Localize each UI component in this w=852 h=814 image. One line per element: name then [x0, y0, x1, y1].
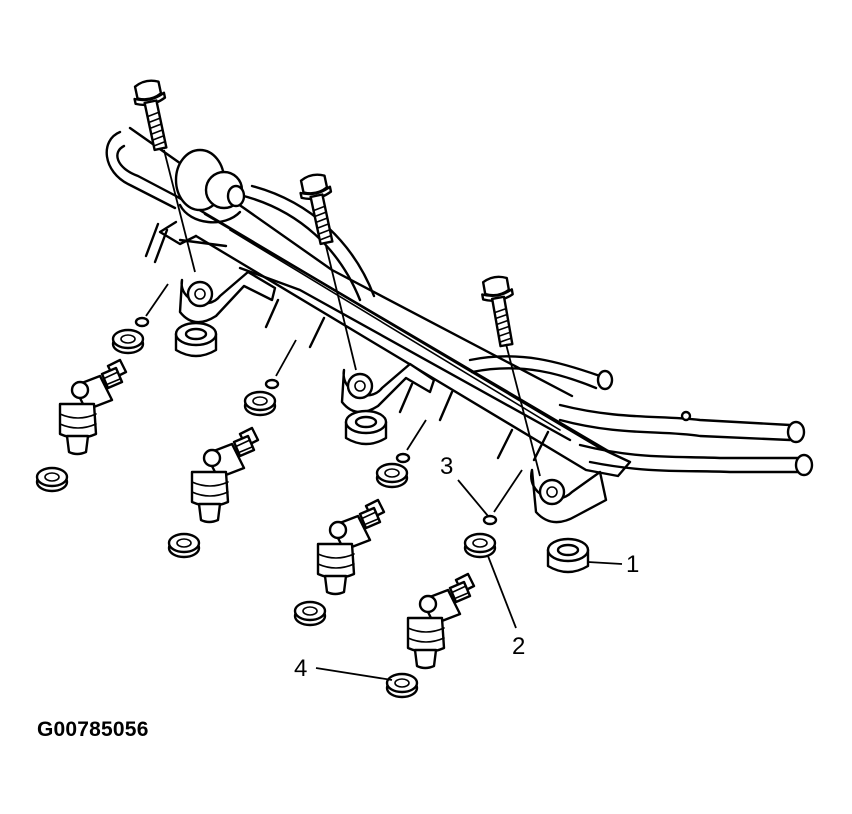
callout-1: 1: [626, 551, 639, 578]
o-ring-guide-line: [145, 283, 169, 317]
bolt-guide-line: [505, 343, 541, 477]
pressure-regulator: [174, 148, 246, 224]
callout-3: 3: [440, 453, 453, 480]
lower-seal: [385, 672, 419, 699]
fuel-return-pipe: [238, 184, 614, 391]
callout-leader: [457, 479, 489, 517]
bolt-guide-line: [325, 245, 357, 371]
upper-seal: [463, 532, 497, 559]
fuel-feed-pipes: [558, 403, 814, 477]
o-ring-guide-line: [275, 339, 297, 377]
fuel-injector: [58, 358, 128, 456]
callout-leader: [587, 561, 623, 565]
callout-leader: [315, 667, 393, 681]
rail-bolt: [130, 76, 177, 154]
rail-bolt: [478, 273, 523, 349]
fuel-injector: [316, 498, 386, 596]
fuel-injector: [190, 426, 260, 524]
o-ring-guide-line: [406, 419, 427, 451]
mounting-brackets: [178, 270, 608, 524]
insulator: [344, 409, 388, 446]
callout-4: 4: [294, 655, 307, 682]
bolt-guide-line: [163, 149, 196, 273]
upper-o-ring: [134, 316, 498, 526]
insulator: [174, 321, 218, 358]
upper-seal: [243, 390, 277, 417]
lower-seal: [167, 532, 201, 559]
insulator: [546, 537, 590, 574]
callout-leader: [487, 555, 517, 629]
figure-id: G00785056: [37, 718, 149, 741]
fuel-injector: [406, 572, 476, 670]
o-ring-guide-line: [493, 469, 523, 513]
lower-seal: [35, 466, 69, 493]
lower-seal: [293, 600, 327, 627]
callout-2: 2: [512, 633, 525, 660]
upper-seal: [375, 462, 409, 489]
upper-seal: [111, 328, 145, 355]
